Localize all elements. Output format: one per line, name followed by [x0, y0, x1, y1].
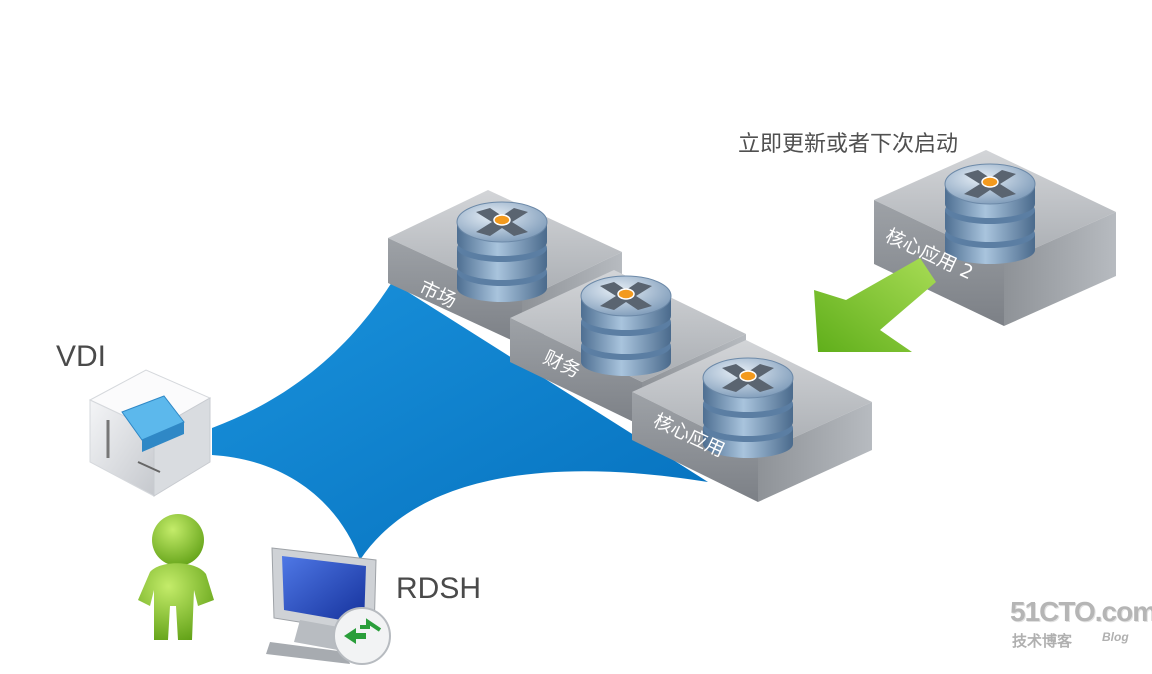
database-icon: [580, 275, 672, 377]
watermark-blog: Blog: [1102, 630, 1129, 644]
rdsh-label: RDSH: [396, 572, 482, 605]
watermark-sub: 技术博客: [1012, 632, 1073, 650]
watermark-main: 51CTO.com: [1010, 596, 1152, 627]
watermark-logo: 51CTO.com 技术博客 Blog: [1010, 596, 1152, 652]
arrow-icon: [814, 258, 936, 352]
person-icon: [138, 514, 214, 640]
vdi-label: VDI: [56, 340, 107, 373]
vdi-cube-icon: [88, 369, 212, 497]
rdsh-monitor-icon: [266, 547, 391, 665]
database-icon: [944, 163, 1036, 265]
connection-flow: [212, 282, 708, 560]
update-note: 立即更新或者下次启动: [738, 132, 959, 157]
database-icon: [456, 201, 548, 303]
